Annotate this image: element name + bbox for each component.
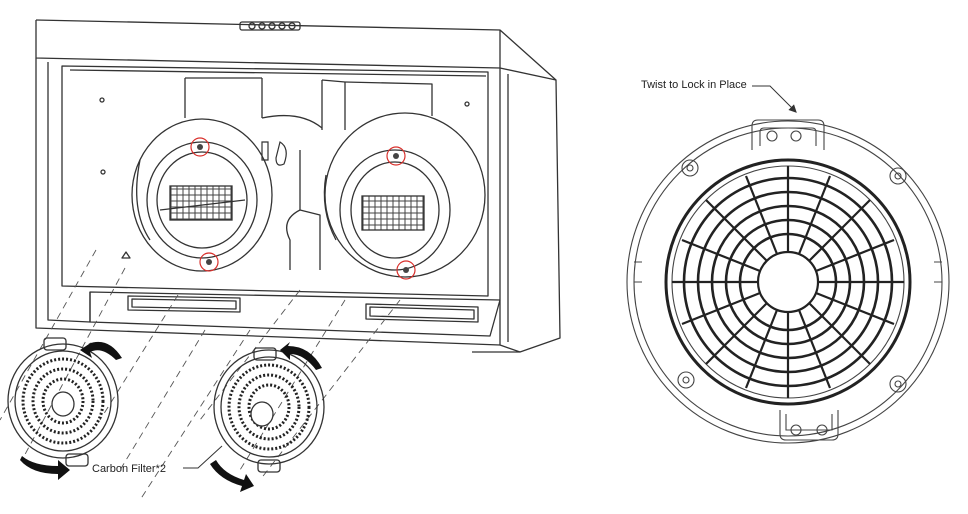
center-brackets <box>261 141 287 166</box>
twist-lock-tab-bottom <box>779 410 839 441</box>
carbon-filter-detail <box>626 119 950 444</box>
highlight-marker-icon <box>199 252 219 272</box>
carbon-filter-icon <box>7 337 119 467</box>
highlight-marker-icon <box>386 146 406 166</box>
highlight-marker-icon <box>396 260 416 280</box>
highlight-marker-icon <box>190 137 210 157</box>
blower-left <box>131 118 273 272</box>
hood-side-panel <box>499 68 521 353</box>
curved-arrow-icon <box>80 341 122 360</box>
curved-arrow-icon <box>20 456 70 480</box>
twist-lock-leader <box>752 85 797 113</box>
range-hood <box>0 19 561 501</box>
carbon-filter-icon <box>213 347 325 473</box>
twist-lock-label: Twist to Lock in Place <box>641 79 747 91</box>
screw-highlights <box>190 137 416 280</box>
hood-front-frame <box>35 58 501 346</box>
insertion-guide-lines <box>0 249 401 501</box>
hood-top-panel <box>35 19 561 353</box>
light-panel-left <box>127 295 241 313</box>
twist-lock-tab-top <box>751 119 825 150</box>
curved-arrow-icon <box>210 460 254 492</box>
carbon-filter-leader <box>183 445 223 469</box>
carbon-filter-label: Carbon Filter*2 <box>92 463 166 475</box>
curved-arrow-icon <box>280 342 322 370</box>
light-panel-right <box>365 303 479 323</box>
rotation-arrows <box>20 341 322 492</box>
blower-right <box>323 112 486 278</box>
control-buttons <box>239 21 301 31</box>
